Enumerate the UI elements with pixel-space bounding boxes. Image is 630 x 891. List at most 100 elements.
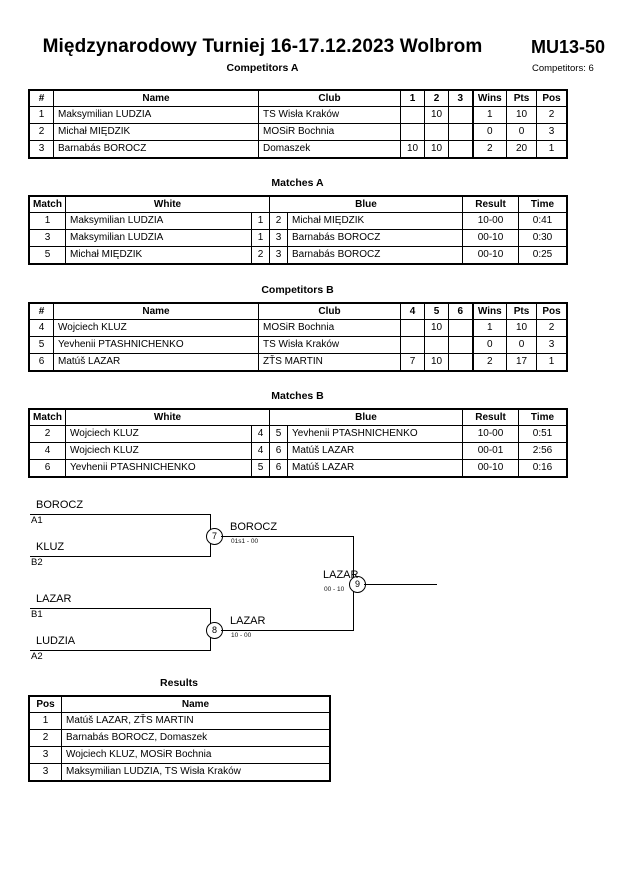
- table-row: 3 Wojciech KLUZ, MOSiR Bochnia: [29, 746, 330, 764]
- cell-m3: [448, 123, 473, 141]
- matches-b-title: Matches B: [271, 390, 324, 402]
- cell-result: 10-00: [462, 425, 520, 443]
- page-title: Międzynarodowy Turniej 16-17.12.2023 Wol…: [42, 36, 483, 57]
- competitors-a-title: Competitors A: [226, 62, 299, 74]
- cell-blue-num: 2: [269, 212, 288, 230]
- col-result: Result: [462, 409, 520, 426]
- cell-m1: [400, 123, 425, 141]
- table-header-row: Match White Blue Result Time: [29, 196, 568, 213]
- cell-blue-name: Michał MIĘDZIK: [286, 212, 464, 230]
- cell-num: 4: [29, 319, 54, 337]
- cell-m1: [400, 319, 425, 337]
- table-row: 1 Matúš LAZAR, ZŤS MARTIN: [29, 712, 330, 730]
- cell-pos: 2: [536, 106, 567, 124]
- col-blue: Blue: [268, 196, 464, 213]
- table-header-row: # Name Club 4 5 6 Wins Pts Pos: [29, 303, 567, 320]
- table-row: 1 Maksymilian LUDZIA TS Wisła Kraków 10 …: [29, 106, 567, 124]
- elimination-bracket: BOROCZ A1 KLUZ B2 7 BOROCZ 01s1 - 00 LAZ…: [0, 495, 630, 675]
- cell-m1: 10: [400, 140, 425, 158]
- cell-num: 2: [29, 123, 54, 141]
- col-white: White: [65, 196, 270, 213]
- table-row: 3 Maksymilian LUDZIA 1 3 Barnabás BOROCZ…: [29, 229, 568, 247]
- cell-time: 0:51: [518, 425, 568, 443]
- col-m1: 4: [400, 303, 425, 320]
- cell-time: 0:25: [518, 246, 568, 264]
- cell-m1: [400, 336, 425, 354]
- cell-pos: 2: [29, 729, 62, 747]
- col-pts: Pts: [506, 303, 537, 320]
- cell-wins: 1: [471, 106, 507, 124]
- cell-blue-name: Yevhenii PTASHNICHENKO: [286, 425, 464, 443]
- cell-name: Matúš LAZAR, ZŤS MARTIN: [61, 712, 330, 730]
- cell-white-name: Maksymilian LUDZIA: [65, 212, 252, 230]
- table-row: 4 Wojciech KLUZ 4 6 Matúš LAZAR 00-01 2:…: [29, 442, 568, 460]
- table-row: 6 Matúš LAZAR ZŤS MARTIN 7 10 2 17 1: [29, 353, 567, 371]
- cell-pos: 1: [29, 712, 62, 730]
- table-header-row: Match White Blue Result Time: [29, 409, 568, 426]
- cell-name: Michał MIĘDZIK: [53, 123, 259, 141]
- cell-num: 5: [29, 336, 54, 354]
- cell-name: Maksymilian LUDZIA, TS Wisła Kraków: [61, 763, 330, 781]
- bracket-entry-name: BOROCZ: [36, 499, 84, 511]
- cell-pts: 20: [506, 140, 537, 158]
- table-header-row: Pos Name: [29, 696, 330, 713]
- table-row: 2 Michał MIĘDZIK MOSiR Bochnia 0 0 3: [29, 123, 567, 141]
- bracket-line-entry1: [30, 514, 210, 515]
- col-blue: Blue: [268, 409, 464, 426]
- cell-m2: 10: [424, 319, 449, 337]
- cell-name: Yevhenii PTASHNICHENKO: [53, 336, 259, 354]
- table-row: 2 Wojciech KLUZ 4 5 Yevhenii PTASHNICHEN…: [29, 425, 568, 443]
- cell-wins: 0: [471, 123, 507, 141]
- bracket-entry-name: KLUZ: [36, 541, 65, 553]
- cell-white-num: 1: [251, 229, 270, 247]
- cell-m3: [448, 319, 473, 337]
- col-name: Name: [61, 696, 330, 713]
- col-m2: 5: [424, 303, 449, 320]
- bracket-line-entry3: [30, 608, 210, 609]
- bracket-entry-seed: B1: [31, 609, 43, 620]
- cell-name: Wojciech KLUZ: [53, 319, 259, 337]
- cell-club: TS Wisła Kraków: [258, 336, 401, 354]
- col-club: Club: [258, 303, 401, 320]
- col-white: White: [65, 409, 270, 426]
- table-row: 3 Barnabás BOROCZ Domaszek 10 10 2 20 1: [29, 140, 567, 158]
- cell-num: 1: [29, 106, 54, 124]
- cell-white-num: 1: [251, 212, 270, 230]
- col-num: #: [29, 90, 54, 107]
- matches-a-table: Match White Blue Result Time 1 Maksymili…: [27, 195, 569, 265]
- bracket-semifinal-top-winner: BOROCZ: [230, 521, 278, 533]
- document-header: Międzynarodowy Turniej 16-17.12.2023 Wol…: [0, 36, 630, 82]
- bracket-line-final: [364, 584, 437, 585]
- cell-m3: [448, 140, 473, 158]
- cell-white-name: Wojciech KLUZ: [65, 442, 252, 460]
- competitors-b-title: Competitors B: [261, 284, 334, 296]
- cell-club: MOSiR Bochnia: [258, 319, 401, 337]
- matches-a-title: Matches A: [271, 177, 324, 189]
- cell-result: 00-10: [462, 246, 520, 264]
- cell-name: Matúš LAZAR: [53, 353, 259, 371]
- table-row: 1 Maksymilian LUDZIA 1 2 Michał MIĘDZIK …: [29, 212, 568, 230]
- table-row: 2 Barnabás BOROCZ, Domaszek: [29, 729, 330, 747]
- cell-blue-num: 6: [269, 459, 288, 477]
- bracket-entry-seed: A1: [31, 515, 43, 526]
- bracket-semifinal-top-score: 01s1 - 00: [231, 538, 259, 545]
- cell-wins: 0: [471, 336, 507, 354]
- competitors-b-table: # Name Club 4 5 6 Wins Pts Pos 4 Wojciec…: [28, 302, 568, 372]
- cell-blue-num: 3: [269, 246, 288, 264]
- table-row: 5 Michał MIĘDZIK 2 3 Barnabás BOROCZ 00-…: [29, 246, 568, 264]
- cell-result: 00-10: [462, 459, 520, 477]
- cell-pos: 1: [536, 353, 567, 371]
- cell-club: ZŤS MARTIN: [258, 353, 401, 371]
- col-m1: 1: [400, 90, 425, 107]
- cell-blue-num: 3: [269, 229, 288, 247]
- bracket-final-score: 00 - 10: [324, 586, 345, 593]
- bracket-final-winner: LAZAR: [323, 569, 359, 581]
- cell-blue-name: Matúš LAZAR: [286, 442, 464, 460]
- cell-num: 6: [29, 353, 54, 371]
- bracket-line-semifinal-top: [221, 536, 353, 537]
- cell-blue-num: 6: [269, 442, 288, 460]
- cell-match: 1: [29, 212, 66, 230]
- bracket-entry-seed: A2: [31, 651, 43, 662]
- cell-club: Domaszek: [258, 140, 401, 158]
- cell-name: Barnabás BOROCZ: [53, 140, 259, 158]
